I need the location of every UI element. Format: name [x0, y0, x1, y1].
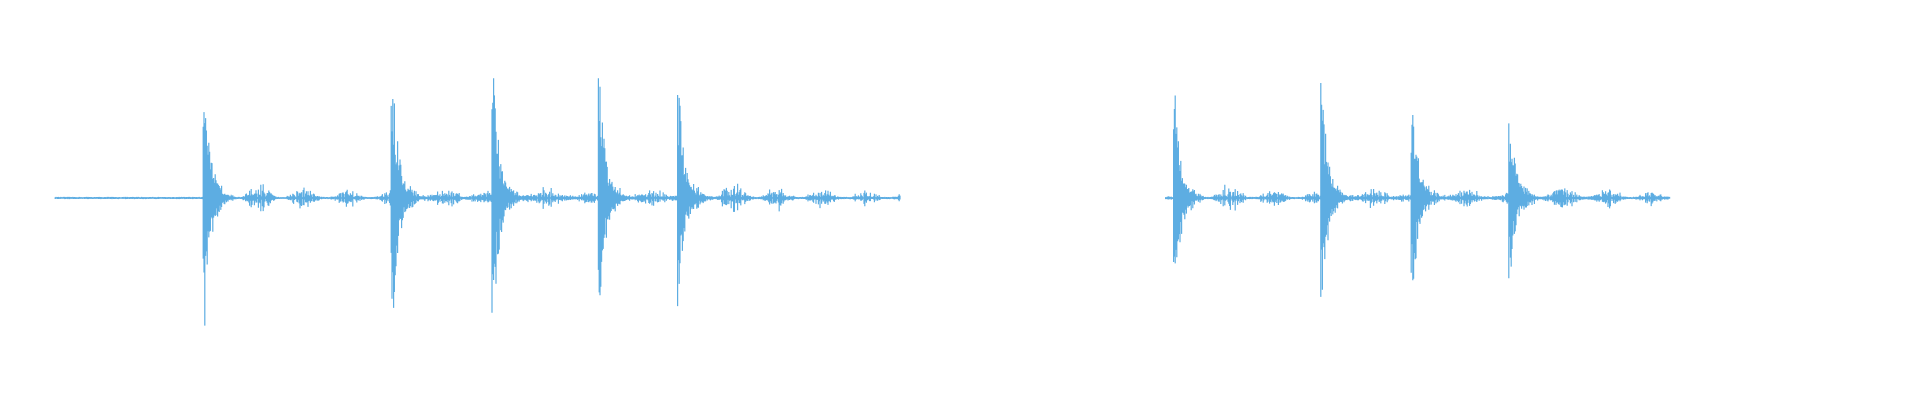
waveform-trace	[54, 78, 1671, 326]
